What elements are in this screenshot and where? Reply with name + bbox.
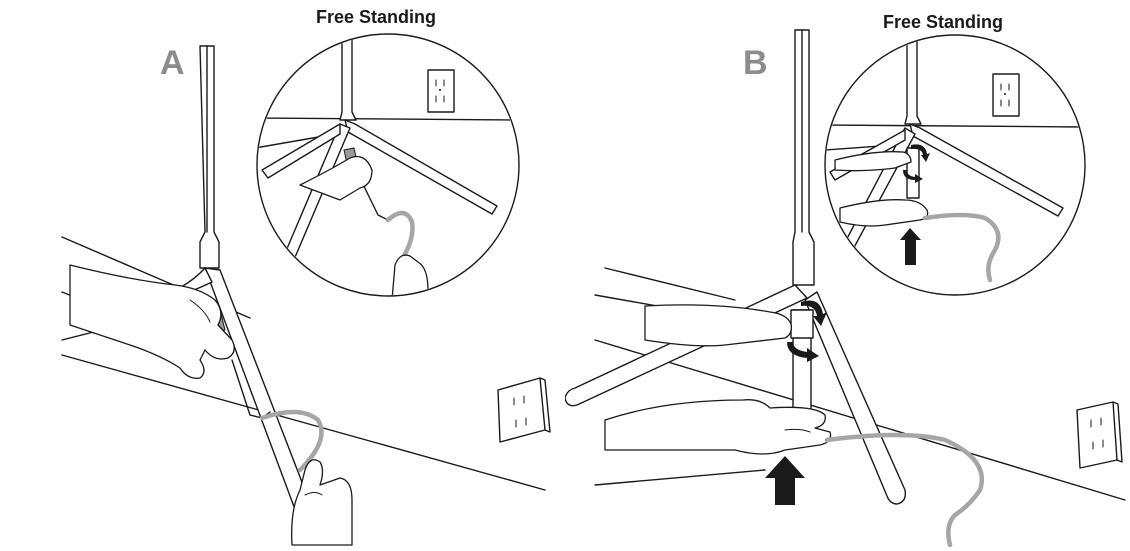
zoom-detail-b [824,34,1086,296]
wall-outlet-icon [497,377,551,443]
power-cable [824,432,984,548]
panel-title-a: Free Standing [316,7,437,27]
stand-pole [199,45,220,269]
wall-outlet-icon [992,73,1020,117]
lower-hand [291,459,353,546]
zoom-detail-a [256,33,520,297]
rotate-arrow-icon [787,300,827,362]
wall-outlet-icon [427,69,455,113]
panel-title-b: Free Standing [883,12,1004,32]
floor-lines [61,236,546,491]
floor-lines [594,267,1126,501]
panel-letter-b: B [743,44,768,82]
upper-hand [644,304,793,347]
panel-letter-a: A [160,44,185,82]
panel-b: B Free Standing [565,0,1130,551]
push-up-arrow-icon [765,456,805,505]
pole-extension [790,309,814,411]
wall-outlet-icon [1076,401,1123,469]
panel-a: A Free Standing [61,7,551,546]
stand-pole [792,29,815,286]
lower-hand [604,399,832,455]
panel-a-drawing [61,33,551,546]
upper-hand [69,264,235,379]
power-cable [259,409,324,473]
panel-b-drawing [565,29,1126,548]
